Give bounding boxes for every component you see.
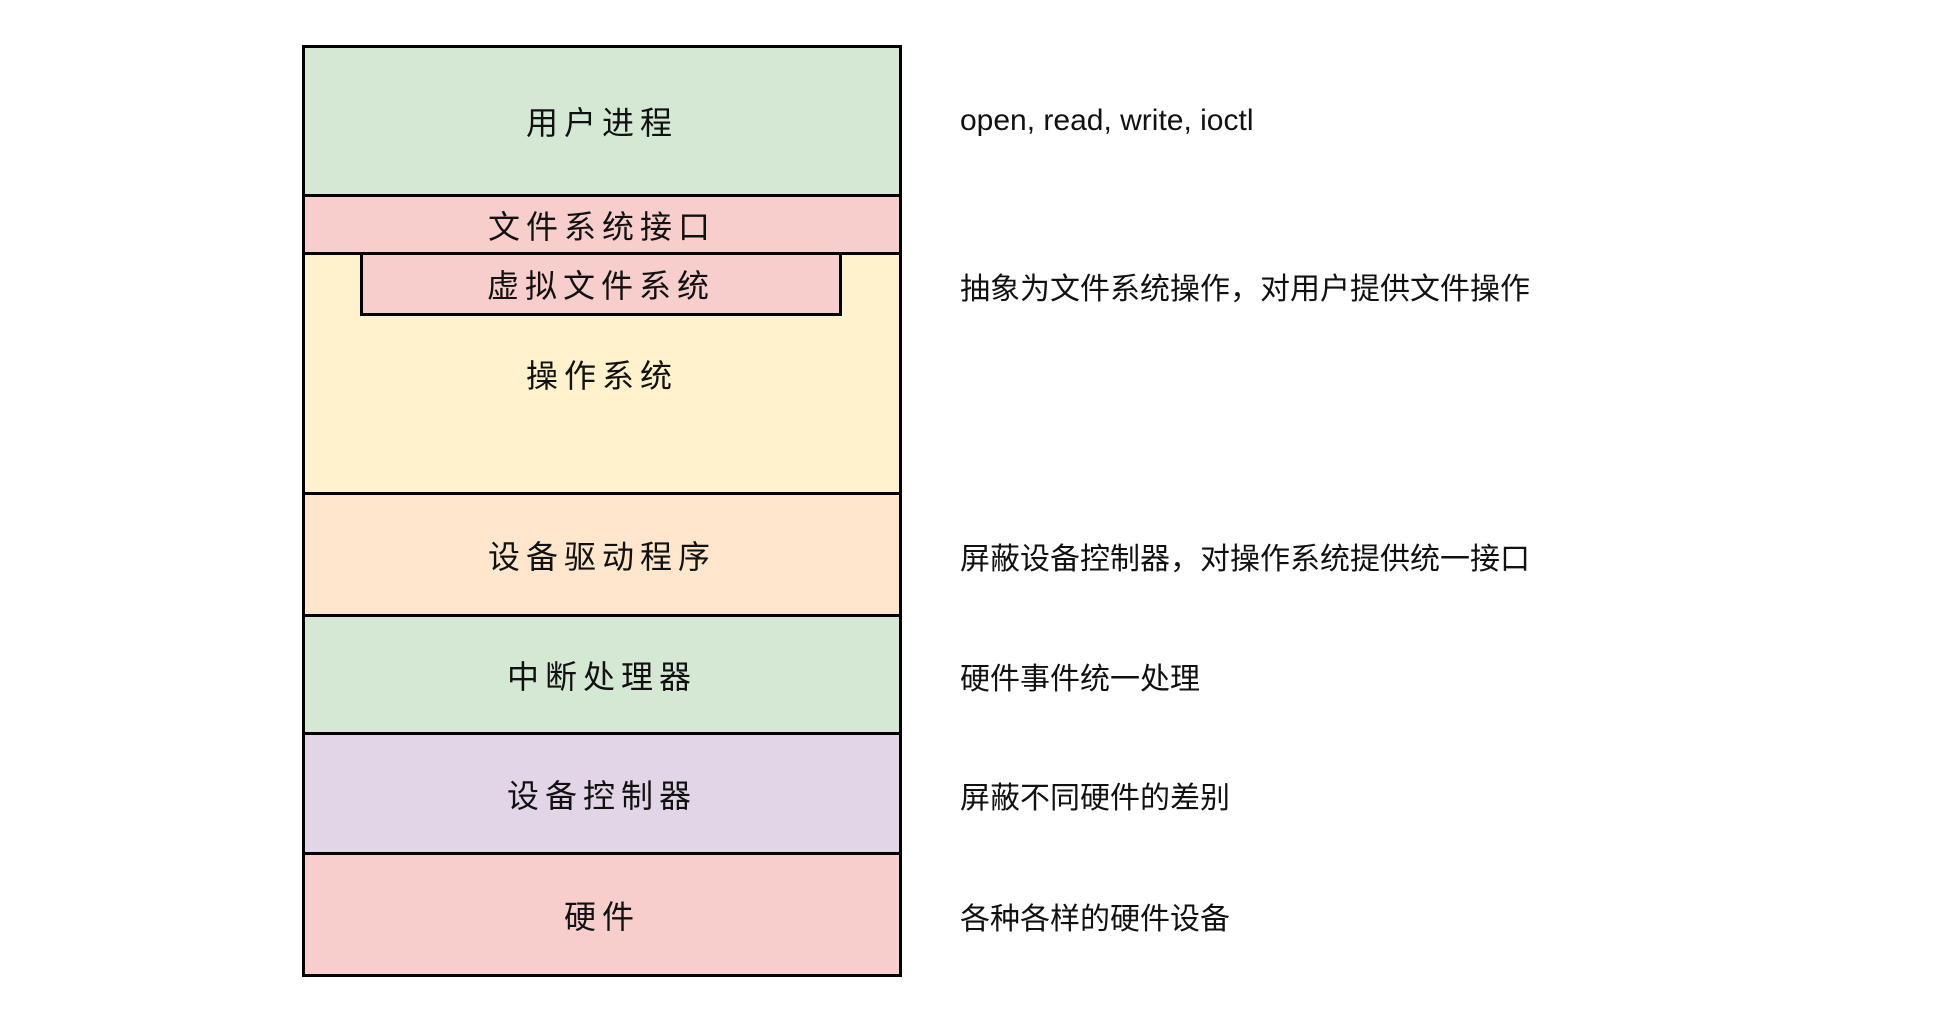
layer-hardware-label: 硬件 xyxy=(563,898,640,935)
annotation-virtual-fs: 抽象为文件系统操作，对用户提供文件操作 xyxy=(960,273,1530,306)
annotation-device-driver: 屏蔽设备控制器，对操作系统提供统一接口 xyxy=(960,543,1530,576)
layer-fs-interface-label: 文件系统接口 xyxy=(487,208,716,245)
annotation-syscalls: open, read, write, ioctl xyxy=(960,104,1254,137)
layer-operating-system: 虚拟文件系统 操作系统 xyxy=(305,252,899,495)
layer-interrupt-handler-label: 中断处理器 xyxy=(506,658,697,695)
layer-user-process: 用户进程 xyxy=(305,48,899,197)
layer-virtual-fs-label: 虚拟文件系统 xyxy=(486,268,715,304)
annotation-hardware: 各种各样的硬件设备 xyxy=(960,903,1230,936)
layer-virtual-fs: 虚拟文件系统 xyxy=(360,252,842,316)
layer-interrupt-handler: 中断处理器 xyxy=(305,617,899,735)
layer-device-controller-label: 设备控制器 xyxy=(506,777,697,814)
annotation-interrupt-handler: 硬件事件统一处理 xyxy=(960,663,1200,696)
layer-operating-system-label: 操作系统 xyxy=(525,357,678,394)
layer-fs-interface: 文件系统接口 xyxy=(305,197,899,255)
layer-device-driver: 设备驱动程序 xyxy=(305,495,899,617)
layer-user-process-label: 用户进程 xyxy=(525,105,678,141)
layer-hardware: 硬件 xyxy=(305,855,899,974)
annotation-device-controller: 屏蔽不同硬件的差别 xyxy=(960,782,1230,815)
layer-stack: 用户进程 文件系统接口 虚拟文件系统 操作系统 设备驱动程序 中断处理器 设备控… xyxy=(302,45,902,977)
layer-device-controller: 设备控制器 xyxy=(305,735,899,855)
layer-device-driver-label: 设备驱动程序 xyxy=(487,538,716,575)
